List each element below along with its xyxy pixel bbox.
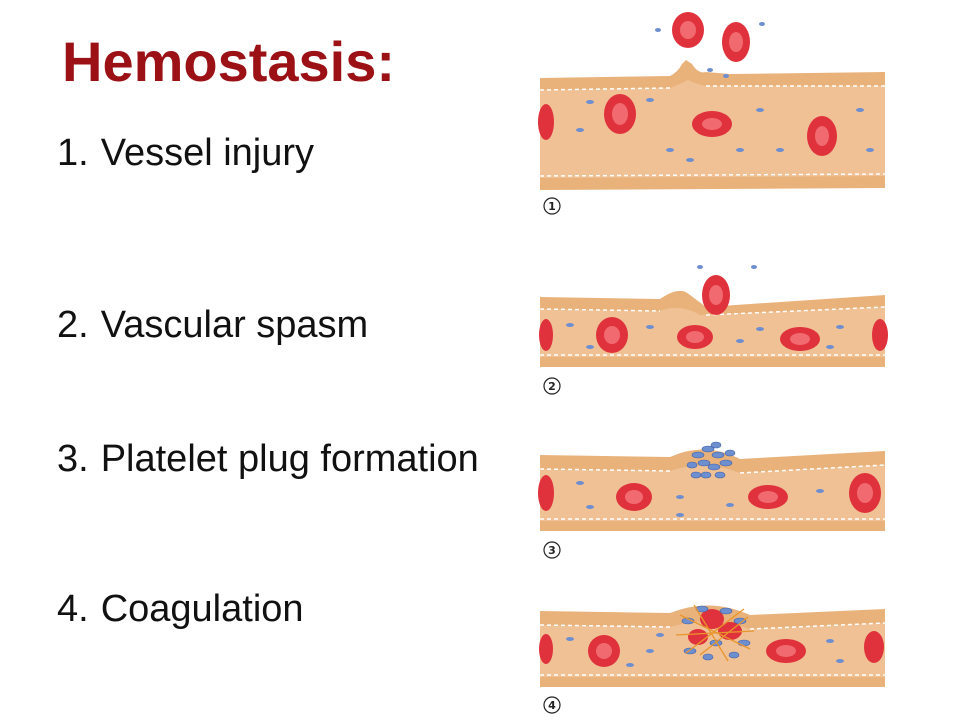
platelet-plug-illustration: 3	[538, 441, 886, 559]
red-blood-cells	[539, 631, 884, 667]
vessel-wall	[539, 449, 886, 531]
step-marker-label: 1	[548, 200, 556, 213]
step-number: 2.	[57, 304, 89, 346]
page-title: Hemostasis:	[62, 30, 396, 93]
step-coagulation: 4. Coagulation	[57, 590, 304, 628]
vascular-spasm-illustration: 2	[539, 265, 888, 395]
coagulation-illustration: 4	[539, 604, 886, 714]
step-marker-label: 4	[548, 699, 556, 712]
platelets	[576, 22, 874, 162]
clot	[675, 604, 755, 662]
step-number: 4.	[57, 588, 89, 630]
vessel-wall	[539, 605, 886, 687]
platelets	[576, 481, 824, 517]
step-number: 1.	[57, 132, 89, 174]
platelets	[566, 265, 844, 349]
red-blood-cells	[539, 275, 888, 353]
step-marker	[543, 696, 561, 714]
step-marker	[543, 197, 561, 215]
platelet-plug	[686, 441, 736, 479]
step-number: 3.	[57, 438, 89, 480]
step-marker	[543, 541, 561, 559]
step-marker	[543, 377, 561, 395]
vessel-injury-illustration: 1	[538, 12, 886, 215]
step-label: Vessel injury	[100, 132, 315, 174]
red-blood-cells	[538, 12, 837, 156]
step-platelet-plug: 3. Platelet plug formation	[57, 440, 479, 478]
step-label: Vascular spasm	[100, 304, 369, 346]
step-marker-label: 2	[548, 380, 556, 393]
step-label: Platelet plug formation	[100, 438, 479, 480]
step-vessel-injury: 1. Vessel injury	[57, 134, 314, 172]
step-marker-label: 3	[548, 544, 556, 557]
step-vascular-spasm: 2. Vascular spasm	[57, 306, 368, 344]
platelets	[566, 633, 844, 667]
step-label: Coagulation	[100, 588, 304, 630]
red-blood-cells	[538, 473, 881, 513]
